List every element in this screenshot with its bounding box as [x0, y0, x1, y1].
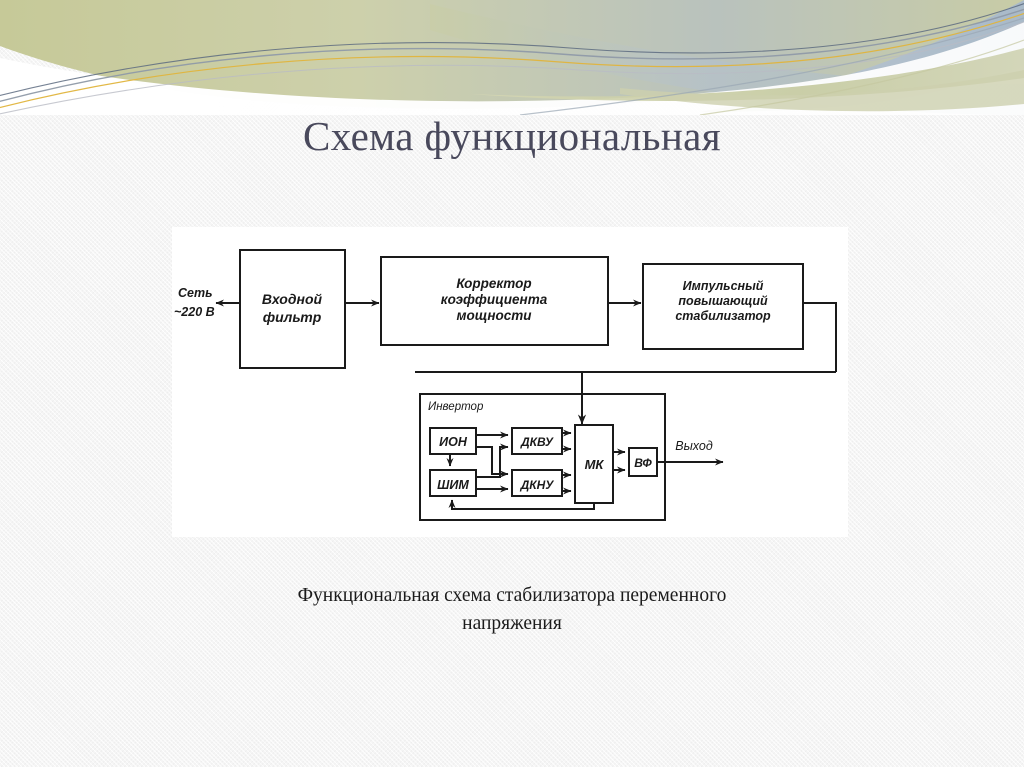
block-dkvu	[511, 427, 563, 455]
label-dkvu: ДКВУ	[520, 435, 554, 449]
label-ion: ИОН	[439, 435, 468, 449]
label-vf: ВФ	[634, 456, 652, 470]
label-mains-line1: Сеть	[178, 286, 213, 300]
block-dknu	[511, 469, 563, 497]
figure-caption-line2: напряжения	[462, 613, 562, 634]
wire-shim-to-dkvu	[476, 443, 509, 478]
label-inverter: Инвертор	[428, 401, 484, 413]
wire-ion-to-dknu	[476, 446, 509, 478]
block-ion	[429, 427, 477, 455]
label-boost-line2: повышающий	[678, 294, 768, 308]
block-input-filter	[239, 249, 346, 369]
label-mk: МК	[585, 457, 605, 472]
label-boost-line1: Импульсный	[683, 279, 764, 293]
figure-caption-line1: Функциональная схема стабилизатора перем…	[297, 585, 727, 606]
page-title: Схема функциональная	[302, 113, 722, 159]
block-shim	[429, 469, 477, 497]
label-pfc-line3: мощности	[456, 308, 532, 323]
label-dknu: ДКНУ	[520, 478, 555, 492]
wire-boost-right-down	[803, 302, 837, 372]
decorative-swoosh-banner	[0, 0, 1024, 115]
label-mains-line2: ~220 В	[174, 305, 215, 319]
label-input-filter-line2: фильтр	[263, 309, 322, 325]
label-pfc-line2: коэффициента	[441, 292, 548, 307]
label-output: Выход	[675, 439, 713, 453]
label-pfc-line1: Корректор	[456, 276, 531, 291]
block-boost	[642, 263, 804, 350]
block-inverter-enclosure	[419, 393, 666, 521]
figure-caption: Функциональная схема стабилизатора перем…	[212, 582, 812, 638]
block-mk	[574, 424, 614, 504]
label-boost-line3: стабилизатор	[675, 309, 771, 323]
wire-mk-feedback-to-shim	[448, 499, 595, 510]
label-shim: ШИМ	[437, 478, 469, 492]
label-input-filter-line1: Входной	[262, 291, 323, 307]
block-pfc	[380, 256, 609, 346]
